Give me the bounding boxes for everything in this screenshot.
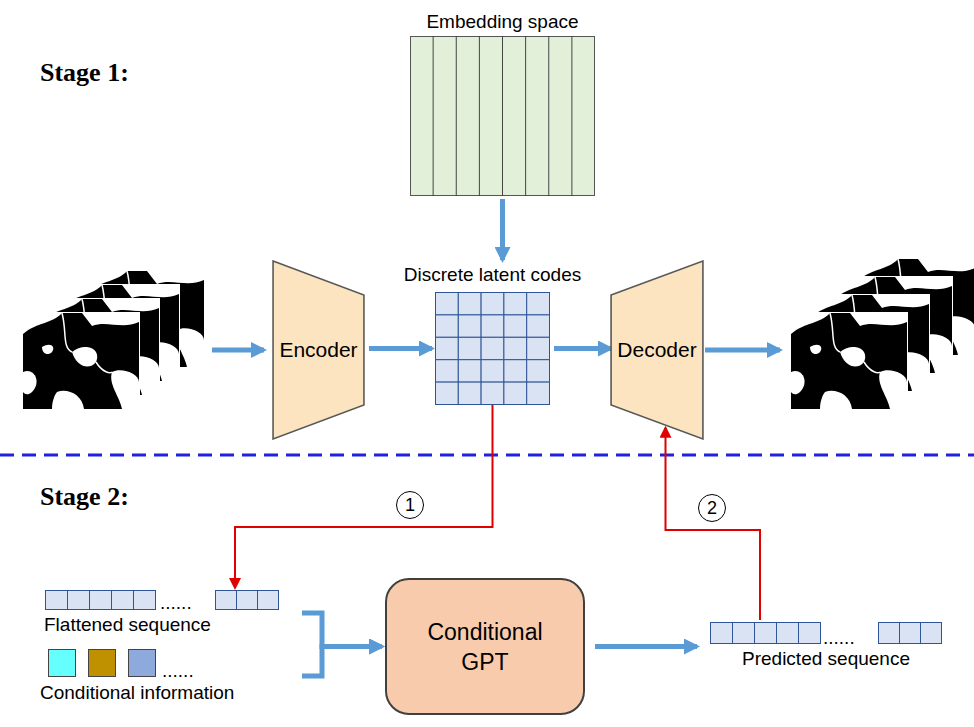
code-cell [458,337,481,359]
condition-square [129,650,156,677]
step-circle: 2 [698,494,726,522]
box-heading: Discrete latent codes [404,264,581,286]
block-label: Encoder [279,338,357,362]
embedding-divider [433,36,434,196]
code-cell [504,337,527,359]
output-image [790,312,908,410]
blue-flow-arrow [500,199,505,260]
code-cell [527,382,550,404]
code-cell [481,315,504,337]
stage-label: Stage 1: [40,58,129,88]
sequence-cell [711,623,733,644]
box-heading: Embedding space [410,10,595,34]
code-grid [435,292,550,405]
code-cell [481,360,504,382]
sequence-cell [921,623,942,644]
trapezoid-shape [273,261,364,439]
code-cell [481,293,504,315]
code-cell [458,315,481,337]
sequence-cell [258,591,279,610]
sequence-cell [46,591,68,610]
decoder-block: Decoder [610,260,704,440]
code-cell [458,382,481,404]
sequence-cell [777,623,799,644]
input-image [22,312,140,410]
code-cell [436,382,459,404]
sequence-cell [90,591,112,610]
callout-number: 1 [405,495,415,516]
blue-flow-arrow [302,613,382,647]
sequence-cell [134,591,156,610]
condition-caption: Conditional information [40,682,302,704]
embedding-table [410,36,595,196]
stage-divider [0,454,974,457]
blue-flow-arrow [554,346,611,351]
output-arrow [705,348,780,353]
red-flow-arrow [666,428,761,620]
code-cell [458,360,481,382]
embedding-divider [456,36,457,196]
sequence-cell [216,591,237,610]
ellipsis: ...... [162,661,194,680]
sequence-cell [799,623,821,644]
embedding-divider [502,36,503,196]
step-circle: 1 [396,491,424,519]
code-cell [527,315,550,337]
code-cell [481,337,504,359]
embedding-fill [411,37,595,196]
code-cell [458,293,481,315]
latent-code-grid: Discrete latent codes [435,292,550,405]
code-cell [436,337,459,359]
embedding-columns [410,36,595,196]
blue-flow-arrow [595,644,697,649]
blue-flow-arrow [302,647,382,677]
sequence-cell [900,623,921,644]
code-cell [504,360,527,382]
condition-square [89,650,116,677]
condition-square [49,650,76,677]
code-cell [504,382,527,404]
sequence-cell [733,623,755,644]
callout-number: 2 [707,498,717,519]
ellipsis: ...... [823,628,855,647]
code-cell [504,293,527,315]
sequence-cell [755,623,777,644]
block-label: Decoder [617,338,696,362]
encoder-block: Encoder [272,260,365,440]
stage-label: Stage 2: [40,482,129,512]
code-cell [527,293,550,315]
conditional-gpt: Conditional GPT [385,578,585,715]
embedding-divider [548,36,549,196]
sequence-cell [879,623,900,644]
sequence-cell [112,591,134,610]
code-cell [481,382,504,404]
code-cell [504,315,527,337]
input-arrow [212,348,264,353]
embedding-divider [571,36,572,196]
block-label: Conditional GPT [410,617,560,677]
code-cell [527,337,550,359]
embedding-divider [525,36,526,196]
code-cell [436,315,459,337]
code-cell [436,360,459,382]
embedding-divider [479,36,480,196]
sequence-cell [68,591,90,610]
trapezoid-shape [611,261,703,439]
code-cell [436,293,459,315]
blue-flow-arrow [369,346,432,351]
embedding-space: Embedding space [410,10,595,196]
ellipsis: ...... [160,593,192,612]
sequence-caption: Flattened sequence [40,614,302,636]
code-cell [527,360,550,382]
sequence-caption: Predicted sequence [705,648,947,670]
sequence-cell [237,591,258,610]
